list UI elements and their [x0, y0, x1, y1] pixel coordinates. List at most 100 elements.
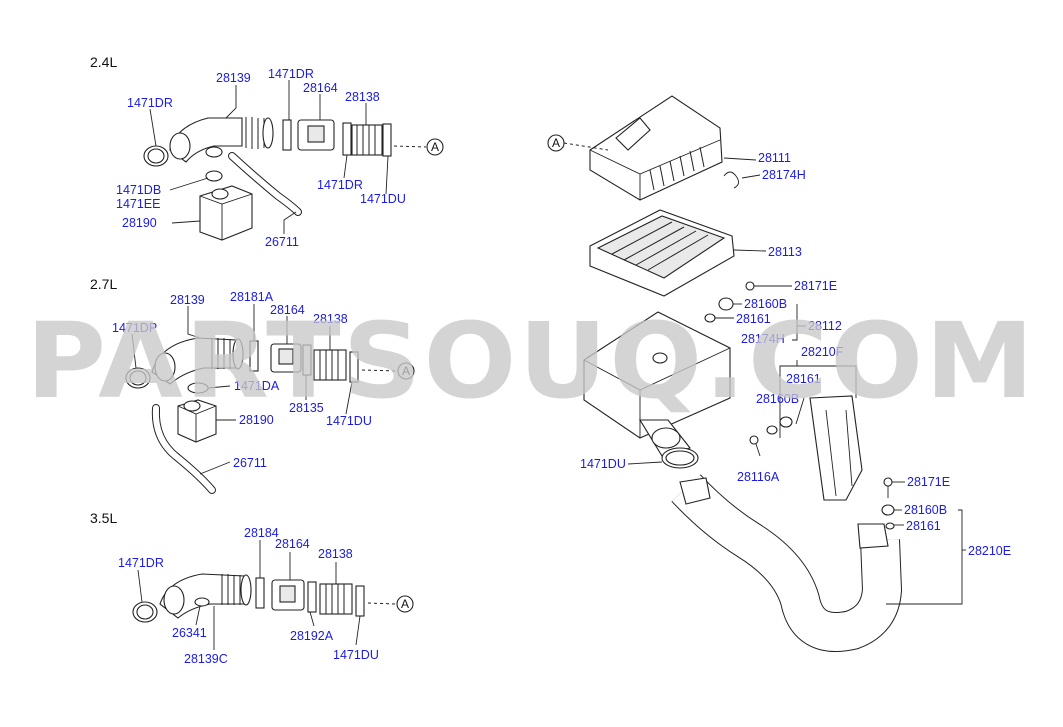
air-intake-hose-inner — [672, 474, 902, 651]
part-label: 28161 — [736, 312, 771, 326]
air-cleaner-cover-edge — [589, 139, 721, 200]
hose-clamp — [302, 344, 312, 376]
air-flow-sensor-body — [307, 125, 325, 143]
connector-a-label: A — [401, 597, 409, 611]
part-label: 28111 — [758, 151, 791, 165]
air-cleaner-body — [583, 311, 731, 439]
part-label: 28161 — [906, 519, 941, 533]
part-label: 28210F — [801, 345, 844, 359]
hose-clamp — [307, 581, 317, 613]
part-label: 28192A — [290, 629, 334, 643]
part-label: 1471DR — [317, 178, 363, 192]
resonator-edge — [199, 193, 253, 240]
part-label: 28135 — [289, 401, 324, 415]
part-label: 1471DB — [116, 183, 161, 197]
air-intake-duct — [809, 395, 863, 501]
breather-hose-inner — [229, 153, 301, 215]
part-label: 28190 — [239, 413, 274, 427]
part-label: 28160B — [744, 297, 787, 311]
watermark: PARTSOUQ.COM — [26, 300, 1036, 422]
intake-hose-ribs — [221, 574, 241, 605]
part-label: 28139C — [184, 652, 228, 666]
part-label: 26711 — [265, 235, 299, 249]
engine-label-2-7l: 2.7L — [90, 276, 117, 292]
small-clamp — [205, 170, 223, 182]
air-cleaner-body-port — [652, 352, 668, 364]
part-label: 28190 — [122, 216, 157, 230]
hose-clamp — [282, 119, 292, 151]
part-label: 28139 — [216, 71, 251, 85]
resonator — [199, 185, 253, 241]
hose-clamp — [255, 577, 265, 609]
engine-label-3-5l: 3.5L — [90, 510, 117, 526]
connector-a-circle — [397, 362, 415, 380]
part-label: 28210E — [968, 544, 1011, 558]
bolt-head — [745, 281, 755, 291]
part-label: 1471DP — [112, 321, 157, 335]
part-label: 28181A — [230, 290, 274, 304]
part-label: 28112 — [808, 319, 842, 333]
part-label: 28160B — [904, 503, 947, 517]
part-label: 28160B — [756, 392, 799, 406]
part-label: 28113 — [768, 245, 802, 259]
intake-hose-ribs — [211, 338, 231, 369]
hose-clamp — [342, 122, 352, 156]
part-label: 26711 — [233, 456, 267, 470]
air-flow-sensor-body — [278, 348, 294, 365]
part-label: 1471DU — [326, 414, 372, 428]
intake-hose-end — [169, 132, 191, 160]
connector-dashline — [367, 602, 397, 605]
air-intake-hose-top — [857, 523, 889, 549]
air-intake-hose-end — [679, 477, 711, 505]
hose-clamp — [382, 123, 392, 157]
hose-clamp-inner — [147, 148, 165, 164]
intake-hose-end — [163, 585, 185, 615]
bushing — [766, 425, 778, 435]
connector-dashline — [361, 369, 399, 372]
air-intake-duct-edge — [825, 409, 853, 497]
engine-label-2-4l: 2.4L — [90, 54, 117, 70]
part-label: 28161 — [786, 372, 821, 386]
part-label: 28139 — [170, 293, 205, 307]
small-clamp — [205, 146, 223, 158]
part-label: 28164 — [275, 537, 310, 551]
air-flow-sensor-body — [279, 585, 296, 603]
part-label: 1471DR — [118, 556, 164, 570]
part-label: 28184 — [244, 526, 279, 540]
part-label: 28174H — [762, 168, 806, 182]
part-label: 28164 — [303, 81, 338, 95]
part-label: 26341 — [172, 626, 207, 640]
connector-a-circle — [396, 595, 414, 613]
nut — [749, 435, 759, 445]
connector-a-circle — [547, 134, 565, 152]
small-clamp — [194, 597, 210, 607]
grommet — [881, 504, 895, 516]
part-label: 1471DR — [127, 96, 173, 110]
part-label: 28116A — [737, 470, 780, 484]
intake-hose-outlet — [240, 574, 252, 606]
air-cleaner-cover-snorkel — [615, 117, 651, 151]
air-filter-media — [596, 215, 726, 279]
part-label: 28138 — [318, 547, 353, 561]
bolt-head — [883, 477, 893, 487]
part-label: 1471EE — [116, 197, 160, 211]
connector-a-label: A — [552, 136, 560, 150]
breather-hose-inner — [152, 405, 215, 493]
part-label: 28164 — [270, 303, 305, 317]
resonator-edge — [177, 405, 217, 442]
intake-hose-outlet — [232, 338, 244, 370]
part-label: 28171E — [794, 279, 837, 293]
clip — [723, 171, 739, 189]
part-label: 28171E — [907, 475, 950, 489]
air-cleaner-body-edge — [583, 347, 731, 438]
part-label: 28174H — [741, 332, 785, 346]
part-label: 28138 — [345, 90, 380, 104]
part-label: 1471DU — [360, 192, 406, 206]
bellows-hose — [313, 349, 347, 381]
part-label: 1471DU — [580, 457, 626, 471]
resonator-neck — [211, 188, 229, 200]
part-label: 1471DR — [268, 67, 314, 81]
part-label: 1471DU — [333, 648, 379, 662]
